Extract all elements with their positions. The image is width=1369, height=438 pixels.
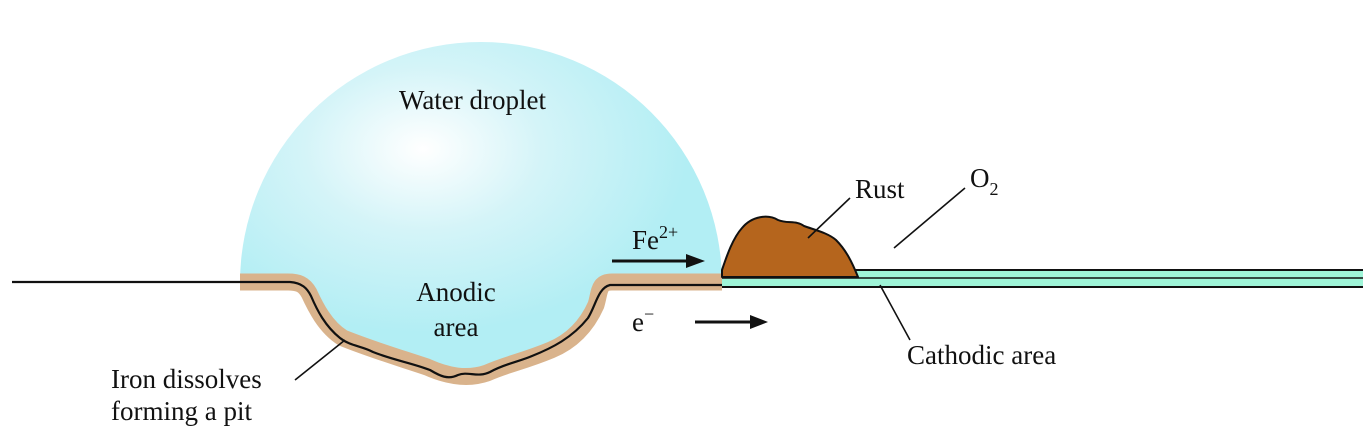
anodic-area-label-line2: area <box>434 312 479 342</box>
electron-label-charge: − <box>644 304 654 324</box>
pit-label-line2: forming a pit <box>111 396 252 426</box>
electron-label: e− <box>632 304 654 337</box>
water-droplet <box>240 42 722 377</box>
anodic-area-label-line1: Anodic <box>416 277 496 307</box>
cathodic-leader-line <box>879 284 911 341</box>
pit-leader-line <box>294 339 346 381</box>
rust-deposit <box>721 215 859 278</box>
iron-boundary <box>12 280 722 379</box>
rust-label: Rust <box>855 174 905 204</box>
iron-ion-arrow <box>612 254 705 268</box>
water-droplet-label: Water droplet <box>399 85 547 115</box>
electron-arrow <box>695 315 768 329</box>
cathodic-area-label: Cathodic area <box>907 340 1056 370</box>
oxygen-label-subscript: 2 <box>990 179 999 199</box>
oxygen-label-main: O <box>970 163 990 193</box>
oxygen-leader-line <box>893 187 966 249</box>
iron-ion-label-charge: 2+ <box>659 222 678 242</box>
iron-ion-label: Fe2+ <box>632 222 678 255</box>
electron-label-main: e <box>632 307 644 337</box>
iron-ion-label-main: Fe <box>632 225 659 255</box>
pit-label-line1: Iron dissolves <box>111 364 262 394</box>
rust-leader-line <box>807 197 851 239</box>
oxygen-label: O2 <box>970 163 999 199</box>
